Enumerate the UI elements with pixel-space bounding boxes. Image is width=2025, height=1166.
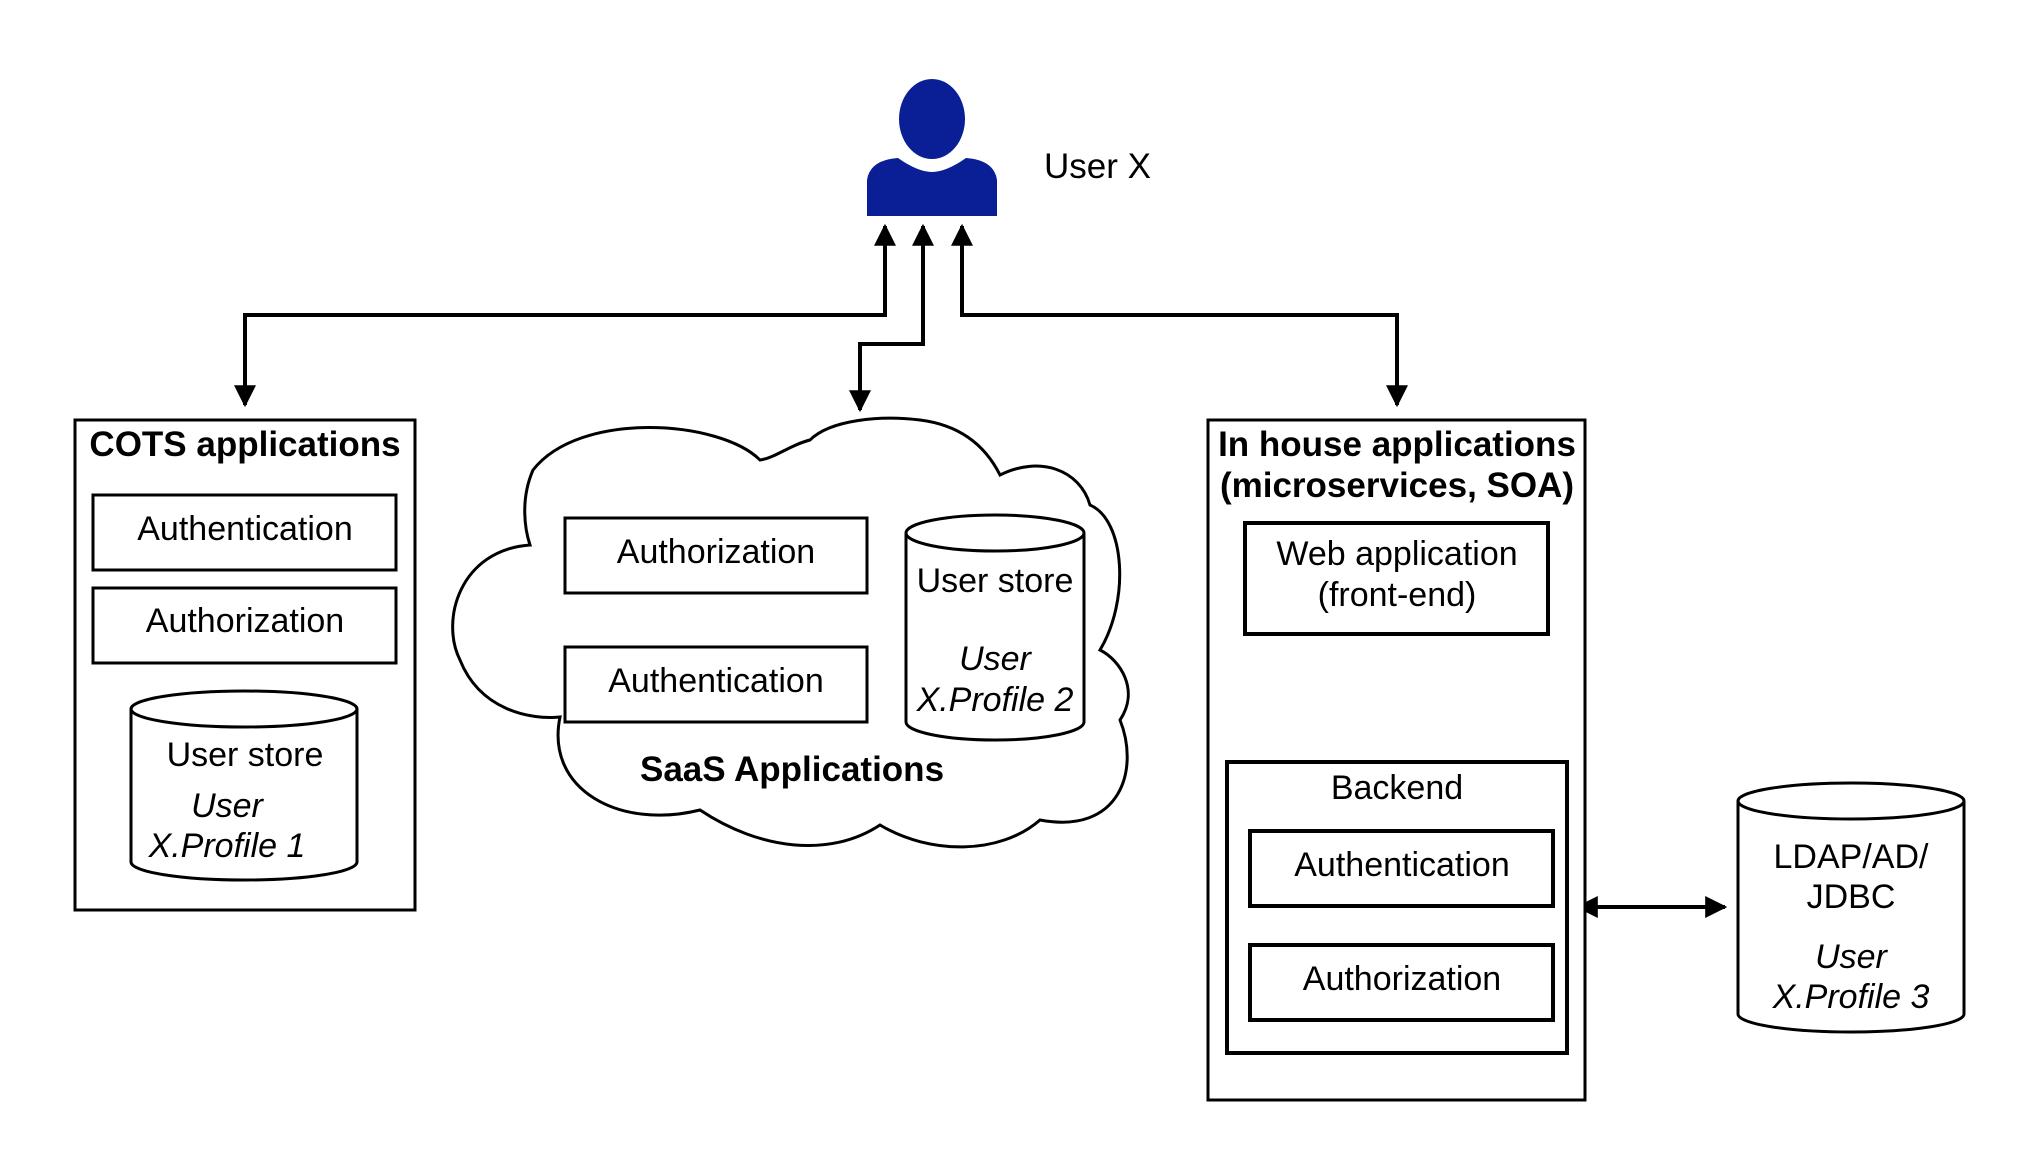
arrow-user-cots: [234, 223, 896, 408]
backend-title: Backend: [1331, 769, 1463, 807]
backend-authentication-box: [1248, 829, 1555, 908]
ldap-profile-line2: X.Profile 3: [1772, 978, 1930, 1016]
cots-title: COTS applications: [89, 425, 400, 464]
cots-user-store-cylinder: [129, 689, 359, 882]
saas-authorization-box: [563, 516, 869, 595]
backend-authorization-box: [1248, 943, 1555, 1022]
saas-user-store-cylinder: [904, 513, 1086, 742]
arrow-user-saas: [849, 223, 934, 413]
user-label: User X: [1044, 147, 1151, 186]
inhouse-title-line1: In house applications: [1218, 425, 1576, 464]
inhouse-applications-box: In house applications (microservices, SO…: [1206, 418, 1587, 1102]
cots-user-store-label: User store: [167, 736, 324, 774]
arrow-user-inhouse: [951, 223, 1408, 408]
web-application-box: [1243, 521, 1550, 636]
saas-profile-line1: User: [959, 640, 1032, 678]
inhouse-title-line2: (microservices, SOA): [1220, 466, 1574, 505]
backend-authorization-label: Authorization: [1303, 960, 1501, 998]
saas-applications-cloud: Authorization Authentication User store …: [451, 416, 1130, 849]
saas-user-store-label: User store: [917, 562, 1074, 600]
cots-profile-line1: User: [191, 787, 264, 825]
user-icon: [867, 79, 997, 216]
cots-authentication-label: Authentication: [137, 510, 353, 548]
cots-applications-box: COTS applications Authentication Authori…: [73, 418, 417, 912]
web-application-line2: (front-end): [1318, 576, 1477, 614]
web-application-line1: Web application: [1276, 535, 1517, 573]
saas-profile-line2: X.Profile 2: [916, 681, 1074, 719]
ldap-profile-line1: User: [1815, 938, 1888, 976]
saas-authentication-label: Authentication: [608, 662, 824, 700]
saas-title: SaaS Applications: [640, 750, 944, 789]
saas-authentication-box: [563, 645, 869, 724]
ldap-store-cylinder: [1736, 781, 1966, 1034]
cots-profile-line2: X.Profile 1: [148, 827, 306, 865]
cots-authorization-box: [91, 586, 398, 665]
connectors: [234, 223, 1728, 918]
cots-authorization-label: Authorization: [146, 602, 344, 640]
ldap-label-line2: JDBC: [1807, 878, 1896, 916]
cots-authentication-box: [91, 493, 398, 572]
ldap-label-line1: LDAP/AD/: [1774, 838, 1929, 876]
saas-authorization-label: Authorization: [617, 533, 815, 571]
backend-authentication-label: Authentication: [1294, 846, 1510, 884]
